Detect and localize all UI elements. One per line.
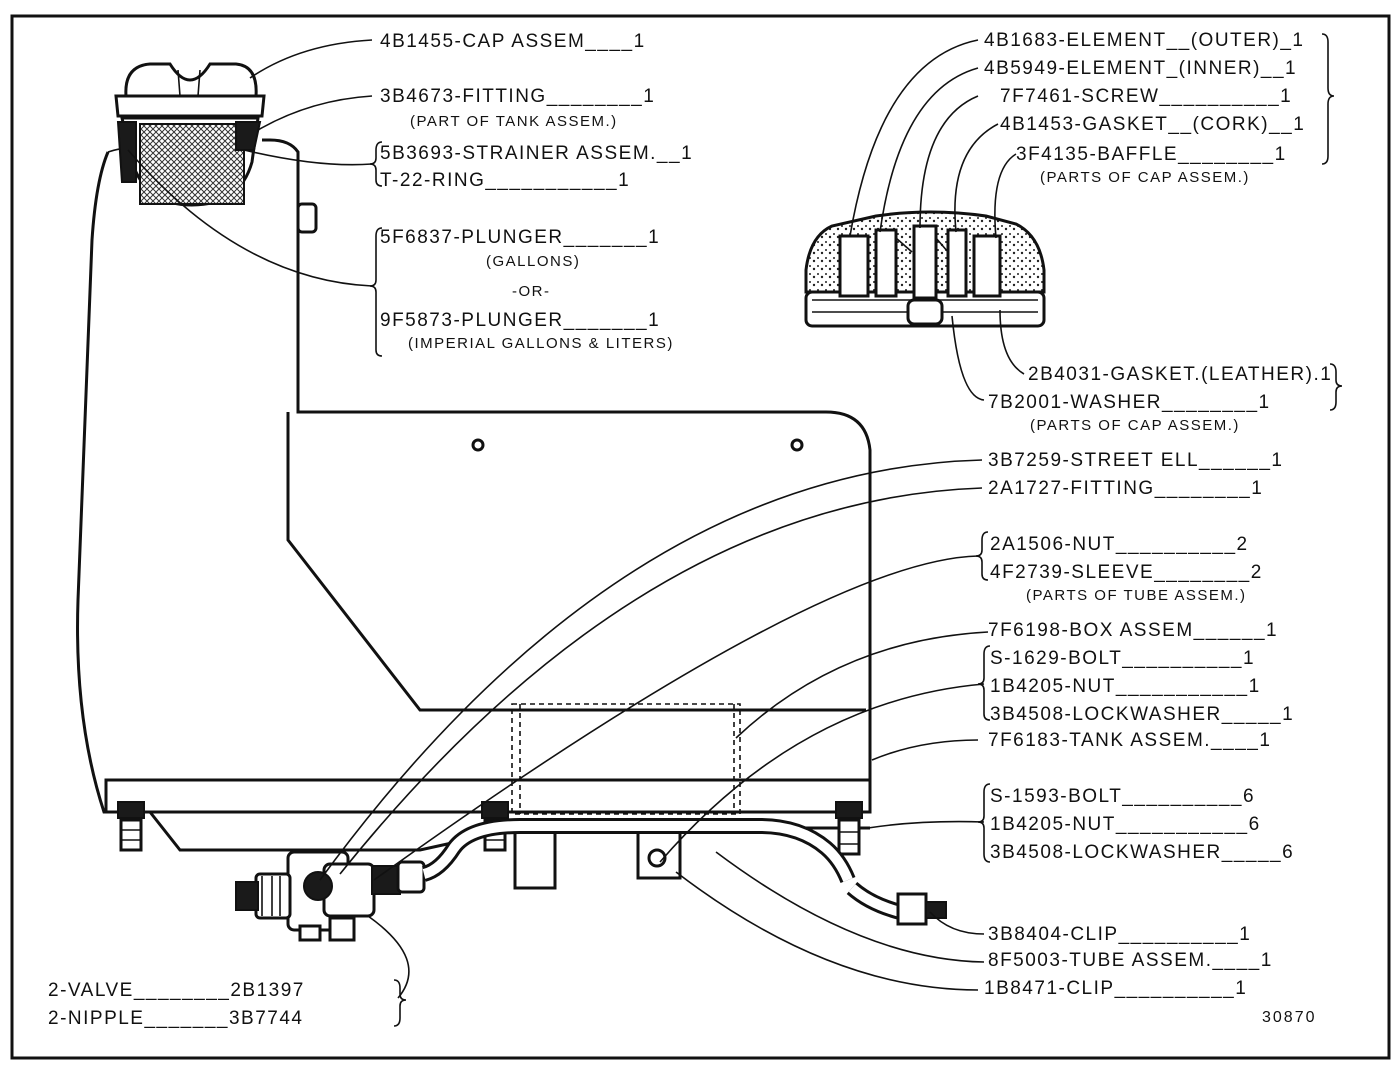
label-element-outer: 4B1683-ELEMENT__(OUTER)_1 [984, 30, 1305, 51]
leader-lines [127, 39, 1025, 999]
label-street-ell: 3B7259-STREET ELL______1 [988, 450, 1284, 471]
side-knob [296, 202, 318, 234]
label-valve: 2-VALVE________2B1397 [48, 980, 305, 1001]
label-bolt-s1629: S-1629-BOLT__________1 [990, 648, 1255, 669]
tank-lower-panel [286, 412, 866, 712]
tank-body [76, 138, 872, 814]
label-cap-parts-2: (PARTS OF CAP ASSEM.) [1030, 417, 1240, 434]
label-clip-1b8471: 1B8471-CLIP__________1 [984, 978, 1247, 999]
label-tube-assem: 8F5003-TUBE ASSEM.____1 [988, 950, 1273, 971]
label-cap-parts-1: (PARTS OF CAP ASSEM.) [1040, 169, 1250, 186]
braces [369, 33, 1343, 1027]
tube-clip [896, 892, 928, 926]
label-nut-1b4205-b: 1B4205-NUT___________6 [990, 814, 1261, 835]
valve-assembly [235, 850, 426, 942]
label-fitting-2a1727: 2A1727-FITTING________1 [988, 478, 1263, 499]
label-tank-assem: 7F6183-TANK ASSEM.____1 [988, 730, 1271, 751]
cap-cross-section [804, 210, 1046, 328]
figure-number: 30870 [1262, 1009, 1317, 1026]
label-baffle: 3F4135-BAFFLE________1 [1016, 144, 1287, 165]
filler-neck-strainer [116, 116, 262, 207]
label-plunger-imperial: 9F5873-PLUNGER_______1 [380, 310, 660, 331]
label-nut-1b4205-a: 1B4205-NUT___________1 [990, 676, 1261, 697]
label-clip-3b8404: 3B8404-CLIP__________1 [988, 924, 1251, 945]
label-washer: 7B2001-WASHER________1 [988, 392, 1271, 413]
part-labels: 4B1455-CAP ASSEM____1 3B4673-FITTING____… [48, 30, 1332, 1029]
label-fitting-note: (PART OF TANK ASSEM.) [410, 113, 618, 130]
mount-hole [790, 438, 804, 452]
label-nipple: 2-NIPPLE_______3B7744 [48, 1008, 303, 1029]
label-gasket-cork: 4B1453-GASKET__(CORK)__1 [1000, 114, 1305, 135]
label-imperial: (IMPERIAL GALLONS & LITERS) [408, 335, 674, 352]
fuel-tank-drawing [76, 62, 947, 942]
mount-hole [471, 438, 485, 452]
tank-cap [114, 62, 266, 118]
label-gasket-leather: 2B4031-GASKET.(LEATHER).1 [1028, 364, 1332, 385]
label-strainer: 5B3693-STRAINER ASSEM.__1 [380, 143, 693, 164]
figure-border [10, 14, 1391, 1060]
label-sleeve: 4F2739-SLEEVE________2 [990, 562, 1263, 583]
label-box-assem: 7F6198-BOX ASSEM______1 [988, 620, 1278, 641]
label-plunger-gallons: 5F6837-PLUNGER_______1 [380, 227, 660, 248]
label-element-inner: 4B5949-ELEMENT_(INNER)__1 [984, 58, 1297, 79]
label-lockwasher-b: 3B4508-LOCKWASHER_____6 [990, 842, 1294, 863]
box-assem-outline [511, 703, 741, 815]
label-fitting-3b4673: 3B4673-FITTING________1 [380, 86, 655, 107]
label-ring: T-22-RING___________1 [380, 170, 630, 191]
label-nut-2a1506: 2A1506-NUT__________2 [990, 534, 1249, 555]
label-lockwasher-a: 3B4508-LOCKWASHER_____1 [990, 704, 1294, 725]
label-gallons: (GALLONS) [486, 253, 580, 270]
label-tube-parts: (PARTS OF TUBE ASSEM.) [1026, 587, 1247, 604]
label-bolt-s1593: S-1593-BOLT__________6 [990, 786, 1255, 807]
label-cap-assem: 4B1455-CAP ASSEM____1 [380, 31, 646, 52]
label-screw: 7F7461-SCREW__________1 [1000, 86, 1292, 107]
label-or: -OR- [512, 283, 551, 300]
